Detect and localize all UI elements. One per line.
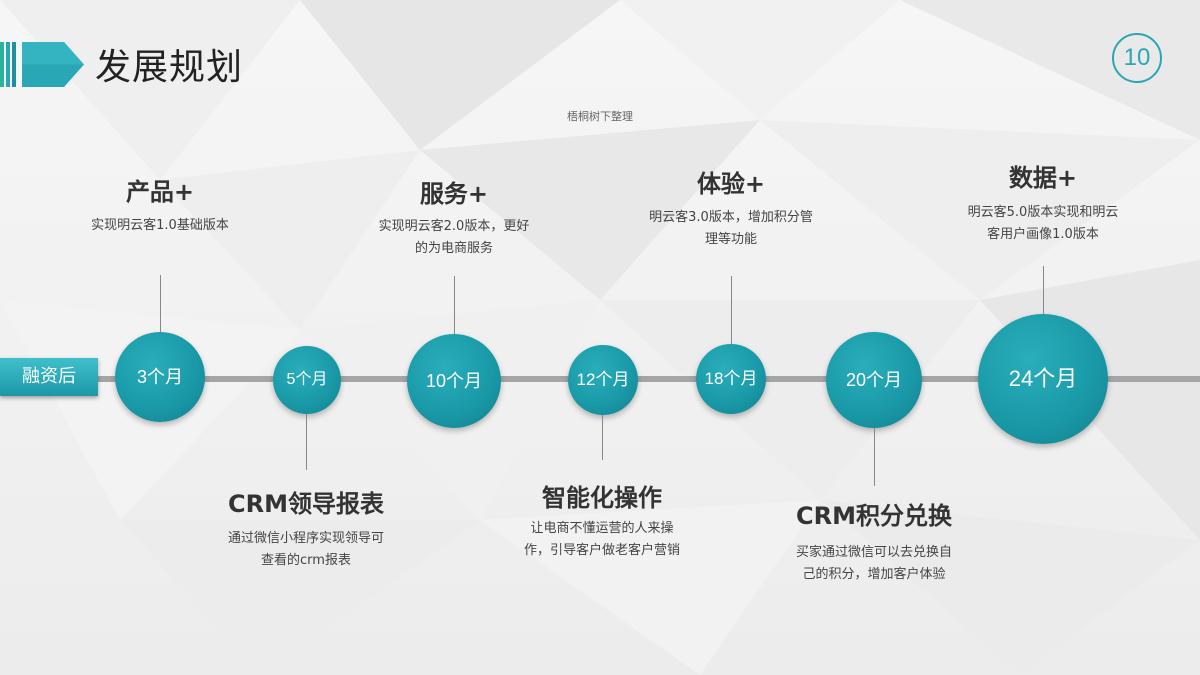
description-line: 实现明云客1.0基础版本 (91, 218, 229, 233)
description-line: 实现明云客2.0版本，更好 (378, 219, 530, 234)
timeline-axis (96, 376, 1200, 382)
milestone-heading: 服务+ (419, 180, 489, 208)
page-title: 发展规划 (95, 47, 244, 88)
connector-line (160, 275, 161, 332)
page-number-badge: 10 (1112, 33, 1162, 83)
milestone-node: 10个月 (407, 334, 501, 428)
source-note: 梧桐树下整理 (567, 110, 633, 123)
milestone-heading: CRM领导报表 (228, 490, 384, 518)
milestone-heading: 产品+ (125, 178, 195, 206)
milestone-heading: CRM积分兑换 (796, 502, 952, 530)
description-line: 查看的crm报表 (261, 553, 351, 568)
connector-line (731, 276, 732, 344)
connector-line (306, 414, 307, 470)
connector-line (454, 276, 455, 334)
milestone-description: 让电商不懂运营的人来操 作，引导客户做老客户营销 (482, 518, 722, 562)
connector-line (1043, 266, 1044, 314)
milestone-node: 20个月 (826, 332, 922, 428)
description-line: 通过微信小程序实现领导可 (227, 531, 384, 546)
description-line: 买家通过微信可以去兑换自 (795, 545, 952, 560)
description-line: 让电商不懂运营的人来操 (530, 521, 674, 536)
milestone-description: 买家通过微信可以去兑换自 己的积分，增加客户体验 (754, 542, 994, 586)
description-line: 理等功能 (704, 232, 757, 247)
description-line: 客用户画像1.0版本 (987, 227, 1099, 242)
connector-line (602, 415, 603, 460)
description-line: 明云客5.0版本实现和明云 (967, 205, 1119, 220)
milestone-description: 明云客3.0版本，增加积分管 理等功能 (611, 207, 851, 251)
milestone-heading: 数据+ (1008, 164, 1078, 192)
title-accent-bars (0, 42, 16, 87)
start-label-tag: 融资后 (0, 358, 98, 396)
milestone-description: 明云客5.0版本实现和明云 客用户画像1.0版本 (923, 202, 1163, 246)
description-line: 的为电商服务 (414, 241, 493, 256)
milestone-heading: 智能化操作 (542, 484, 662, 512)
milestone-description: 实现明云客2.0版本，更好 的为电商服务 (334, 216, 574, 260)
description-line: 己的积分，增加客户体验 (802, 567, 946, 582)
milestone-node: 18个月 (696, 344, 766, 414)
milestone-node: 3个月 (115, 332, 205, 422)
milestone-heading: 体验+ (696, 170, 766, 198)
milestone-node: 12个月 (568, 345, 638, 415)
milestone-description: 实现明云客1.0基础版本 (40, 215, 280, 237)
milestone-node: 24个月 (978, 314, 1108, 444)
milestone-node: 5个月 (273, 346, 341, 414)
connector-line (874, 428, 875, 486)
description-line: 作，引导客户做老客户营销 (523, 543, 680, 558)
milestone-description: 通过微信小程序实现领导可 查看的crm报表 (186, 528, 426, 572)
description-line: 明云客3.0版本，增加积分管 (649, 210, 813, 225)
title-arrow-icon (22, 42, 84, 87)
